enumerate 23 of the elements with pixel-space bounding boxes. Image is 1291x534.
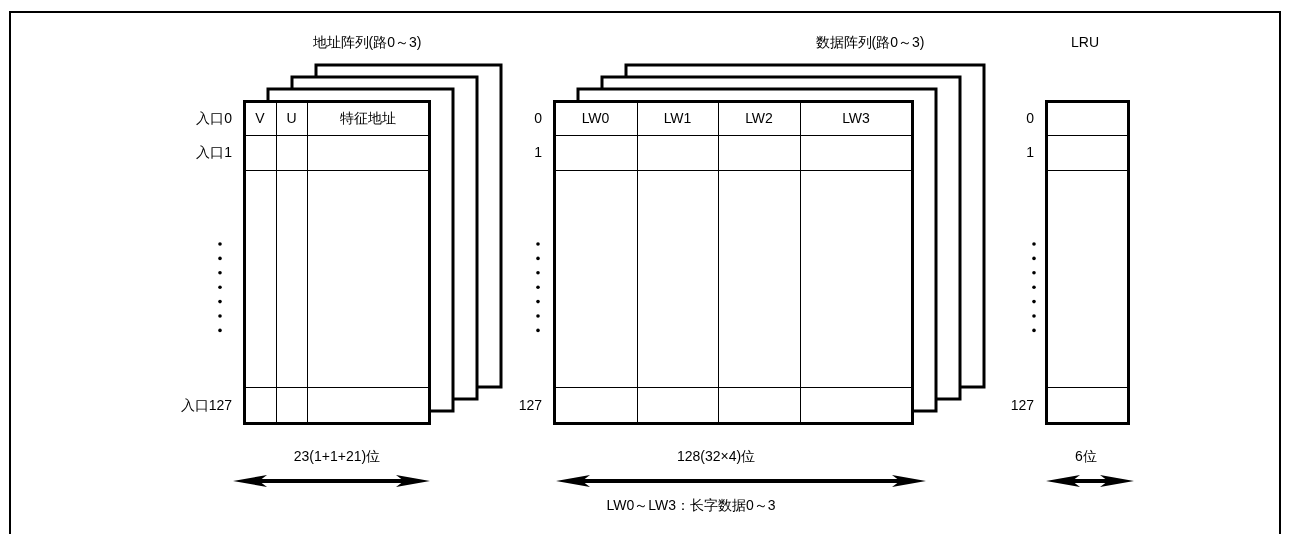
row-label: 入口127	[180, 397, 232, 413]
dimension-label: 6位	[1075, 448, 1097, 464]
row-label: 1	[1026, 144, 1034, 160]
array-heading: 数据阵列(路0～3)	[815, 34, 925, 50]
row-label: 入口0	[196, 110, 232, 126]
column-header: V	[255, 110, 265, 126]
row-label: 127	[518, 397, 542, 413]
column-header: 特征地址	[340, 110, 396, 126]
row-label: 入口1	[196, 144, 232, 160]
column-header: LW3	[842, 110, 870, 126]
note: LW0～LW3：长字数据0～3	[606, 497, 776, 513]
array-heading: LRU	[1071, 34, 1099, 50]
dimension-label: 128(32×4)位	[676, 448, 756, 464]
column-header: LW2	[745, 110, 773, 126]
array-heading: 地址阵列(路0～3)	[312, 34, 422, 50]
row-label: 127	[1010, 397, 1034, 413]
column-header: LW1	[663, 110, 692, 126]
dimension-label: 23(1+1+21)位	[293, 448, 381, 464]
row-label: 1	[534, 144, 542, 160]
row-label: 0	[1026, 110, 1034, 126]
column-header: LW0	[581, 110, 610, 126]
row-label: 0	[534, 110, 542, 126]
column-header: U	[286, 110, 297, 126]
